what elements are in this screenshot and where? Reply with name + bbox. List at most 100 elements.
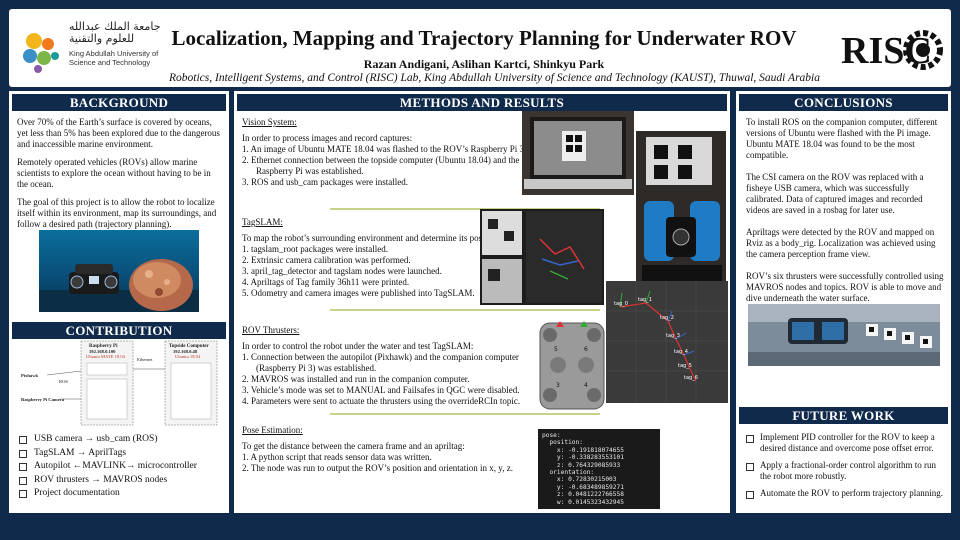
future-work-section: FUTURE WORK bbox=[736, 404, 951, 424]
background-text: Over 70% of the Earth’s surface is cover… bbox=[17, 117, 222, 237]
rviz-tag-map: tag_0 tag_1 tag_2 tag_3 tag_4 tag_5 tag_… bbox=[606, 281, 728, 403]
thrusters-intro: In order to control the robot under the … bbox=[242, 341, 474, 351]
rov-tank-photo bbox=[748, 304, 940, 366]
conclusions-paragraph: Apriltags were detected by the ROV and m… bbox=[746, 227, 936, 259]
tag-label: tag_3 bbox=[666, 333, 680, 339]
background-paragraph: The goal of this project is to allow the… bbox=[17, 197, 217, 229]
checkbox-bullet-icon bbox=[19, 476, 27, 485]
diagram-rpi-os: Ubuntu MATE 18.04 bbox=[86, 354, 126, 359]
checkbox-bullet-icon bbox=[19, 436, 27, 444]
section-separator bbox=[330, 208, 600, 210]
conclusions-paragraph: ROV’s six thrusters were successfully co… bbox=[746, 271, 944, 303]
diagram-rpi-label: Raspberry Pi bbox=[89, 344, 118, 349]
section-separator bbox=[330, 309, 600, 311]
pose-step: 1. A python script that reads sensor dat… bbox=[242, 452, 432, 462]
tagslam-step: 3. april_tag_detector and tagslam nodes … bbox=[242, 266, 442, 276]
poster-authors: Razan Andigani, Aslihan Kartci, Shinkyu … bbox=[363, 57, 605, 71]
background-heading: BACKGROUND bbox=[12, 94, 226, 111]
contribution-section: CONTRIBUTION bbox=[9, 319, 229, 339]
diagram-pixhawk-label: Pixhawk bbox=[21, 373, 39, 378]
thrusters-steps: 1. Connection between the autopilot (Pix… bbox=[242, 352, 527, 407]
vision-system-block: Vision System: In order to process image… bbox=[242, 117, 527, 188]
rov-photo-image bbox=[636, 131, 726, 301]
pose-step: 2. The node was run to output the ROV’s … bbox=[242, 463, 513, 473]
thrusters-step: 1. Connection between the autopilot (Pix… bbox=[242, 352, 519, 373]
future-item: Apply a fractional-order control algorit… bbox=[746, 460, 946, 482]
pose-block: Pose Estimation: To get the distance bet… bbox=[242, 425, 527, 474]
diagram-topside-ip: 192.168.0.48 bbox=[173, 349, 198, 354]
right-column: CONCLUSIONS To install ROS on the compan… bbox=[736, 91, 951, 513]
vision-title: Vision System: bbox=[242, 117, 297, 127]
poster-title: Localization, Mapping and Trajectory Pla… bbox=[171, 26, 797, 50]
tag-label: tag_0 bbox=[614, 301, 628, 307]
diagram-ros-label: ROS bbox=[59, 379, 68, 384]
poster-affiliation: Robotics, Intelligent Systems, and Contr… bbox=[169, 72, 820, 84]
tagslam-step: 5. Odometry and camera images were publi… bbox=[242, 288, 475, 298]
tagslam-screens-image bbox=[480, 209, 604, 305]
vision-steps: 1. An image of Ubuntu MATE 18.04 was fla… bbox=[242, 144, 527, 188]
svg-text:5: 5 bbox=[554, 346, 558, 353]
svg-text:4: 4 bbox=[584, 382, 588, 389]
thrusters-step: 4. Parameters were sent to actuate the t… bbox=[242, 396, 521, 406]
rov-tank-image bbox=[748, 304, 940, 366]
checkbox-bullet-icon bbox=[746, 435, 754, 443]
contribution-item: Project documentation bbox=[19, 487, 224, 501]
tagslam-steps: 1. tagslam_root packages were installed.… bbox=[242, 244, 527, 299]
contribution-item: USB camera → usb_cam (ROS) bbox=[19, 433, 224, 447]
future-item: Automate the ROV to perform trajectory p… bbox=[746, 488, 946, 499]
contribution-item: Autopilot ←MAVLINK→ microcontroller bbox=[19, 460, 224, 474]
vision-step: 1. An image of Ubuntu MATE 18.04 was fla… bbox=[242, 144, 527, 154]
vision-intro: In order to process images and record ca… bbox=[242, 133, 413, 143]
kaust-english-name: King Abdullah University of Science and … bbox=[69, 49, 159, 67]
contribution-item: ROV thrusters → MAVROS nodes bbox=[19, 474, 224, 488]
diagram-topside-os: Ubuntu 18.04 bbox=[175, 354, 201, 359]
vision-step: 3. ROS and usb_cam packages were install… bbox=[242, 177, 408, 187]
tagslam-step: 1. tagslam_root packages were installed. bbox=[242, 244, 388, 254]
terminal-output: pose: position: x: -0.191818074655 y: -0… bbox=[542, 432, 624, 506]
future-item: Implement PID controller for the ROV to … bbox=[746, 432, 946, 454]
left-column: BACKGROUND Over 70% of the Earth’s surfa… bbox=[9, 91, 229, 513]
vision-step: 2. Ethernet connection between the topsi… bbox=[242, 155, 520, 176]
middle-column: METHODS AND RESULTS Vision System: In or… bbox=[234, 91, 730, 513]
pose-terminal: pose: position: x: -0.191818074655 y: -0… bbox=[538, 429, 660, 509]
kaust-logo: جامعة الملك عبدالله للعلوم والتقنية King… bbox=[17, 17, 167, 79]
diagram-ethernet-label: Ethernet bbox=[137, 357, 153, 362]
thruster-layout-diagram: 5 6 3 4 bbox=[536, 321, 608, 411]
contribution-heading: CONTRIBUTION bbox=[12, 322, 226, 339]
svg-text:6: 6 bbox=[584, 346, 588, 353]
pose-title: Pose Estimation: bbox=[242, 425, 303, 435]
tagslam-screens bbox=[480, 209, 604, 305]
tagslam-block: TagSLAM: To map the robot’s surrounding … bbox=[242, 217, 527, 299]
risc-logo: RISC bbox=[841, 30, 943, 72]
laptop-photo-image bbox=[522, 111, 634, 195]
poster-header: جامعة الملك عبدالله للعلوم والتقنية King… bbox=[9, 9, 951, 87]
thrusters-step: 3. Vehicle’s mode was set to MANUAL and … bbox=[242, 385, 520, 395]
thrusters-step: 2. MAVROS was installed and run in the c… bbox=[242, 374, 470, 384]
tagslam-title: TagSLAM: bbox=[242, 217, 283, 227]
pose-intro: To get the distance between the camera f… bbox=[242, 441, 465, 451]
checkbox-bullet-icon bbox=[746, 463, 754, 471]
tag-label: tag_6 bbox=[684, 375, 698, 381]
kaust-emblem-icon bbox=[23, 33, 59, 73]
methods-heading: METHODS AND RESULTS bbox=[237, 94, 727, 111]
thruster-layout-image: 5 6 3 4 bbox=[539, 321, 605, 410]
tag-label: tag_5 bbox=[678, 363, 692, 369]
checkbox-bullet-icon bbox=[19, 490, 27, 498]
section-separator bbox=[330, 413, 600, 415]
system-diagram: Raspberry Pi 192.168.0.100 Ubuntu MATE 1… bbox=[19, 339, 219, 427]
rov-hardware-photo bbox=[636, 131, 726, 301]
checkbox-bullet-icon bbox=[746, 491, 754, 499]
conclusions-heading: CONCLUSIONS bbox=[739, 94, 948, 111]
checkbox-bullet-icon bbox=[19, 449, 27, 458]
system-diagram-figure: Raspberry Pi 192.168.0.100 Ubuntu MATE 1… bbox=[21, 340, 218, 426]
conclusions-text: To install ROS on the companion computer… bbox=[746, 117, 944, 311]
conclusions-paragraph: The CSI camera on the ROV was replaced w… bbox=[746, 172, 924, 215]
kaust-arabic-name: جامعة الملك عبدالله للعلوم والتقنية bbox=[69, 20, 161, 45]
background-paragraph: Remotely operated vehicles (ROVs) allow … bbox=[17, 157, 211, 189]
tag-label: tag_4 bbox=[674, 349, 688, 355]
thrusters-block: ROV Thrusters: In order to control the r… bbox=[242, 325, 527, 407]
future-heading: FUTURE WORK bbox=[739, 407, 948, 424]
thrusters-title: ROV Thrusters: bbox=[242, 325, 300, 335]
pose-steps: 1. A python script that reads sensor dat… bbox=[242, 452, 527, 474]
future-list: Implement PID controller for the ROV to … bbox=[746, 432, 946, 505]
